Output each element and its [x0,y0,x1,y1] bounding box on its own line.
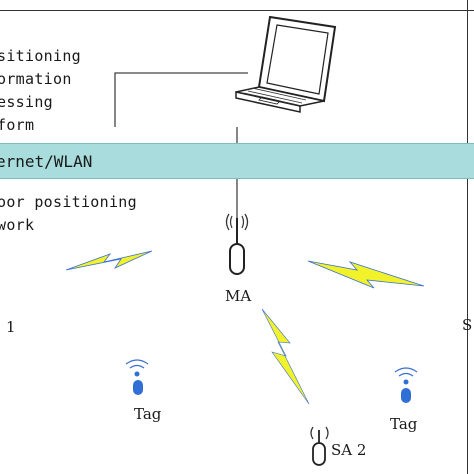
platform-label-line-4: form [0,116,35,134]
sa2-anchor-icon [310,426,329,466]
laptop-icon [235,15,337,113]
platform-label-line-1: sitioning [0,47,81,65]
sa2-label: SA 2 [331,441,367,459]
lightning-bolt-icon [261,308,310,405]
frame-right-border [467,0,474,474]
indoor-network-label-line-1: oor positioning [0,193,137,211]
lightning-bolt-icon [65,250,153,271]
tag-right-label: Tag [390,415,418,433]
ma-label: MA [225,287,252,305]
ethernet-wlan-label: ernet/WLAN [0,152,93,171]
indoor-network-label-line-2: work [0,216,35,234]
platform-label-line-3: essing [0,93,53,111]
platform-label-line-2: ormation [0,70,72,88]
ma-anchor-icon [225,213,249,275]
tag-right-icon [394,367,418,403]
tag-left-icon [125,359,149,395]
tag-left-label: Tag [134,405,162,423]
lightning-bolt-icon [307,260,425,289]
frame-top-border [0,0,474,11]
sa3-label: S [462,316,473,334]
platform-connector-line [114,72,248,127]
sa1-label: 1 [6,318,16,336]
ethernet-wlan-bar: ernet/WLAN [0,143,474,179]
